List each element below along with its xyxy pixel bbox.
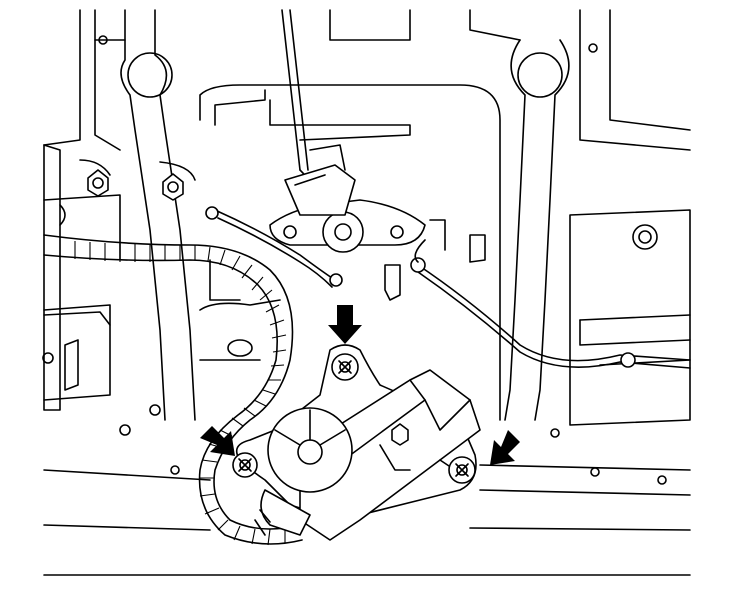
nut-left-1 [87, 169, 109, 197]
arrow-top-bolt [328, 305, 362, 344]
lock-mechanism [269, 144, 486, 301]
nut-left-2 [162, 173, 184, 201]
motor-mounting-bolt-right [448, 456, 476, 484]
window-motor [235, 344, 481, 541]
motor-mounting-bolt-top [331, 353, 359, 381]
wiring-harness [43, 234, 303, 546]
door-inner-panel [42, 9, 691, 576]
arrow-right-bolt [490, 430, 520, 465]
lock-rod [281, 9, 315, 201]
motor-mounting-bolt-left [232, 452, 258, 478]
cable-thin [205, 206, 691, 369]
arrow-left-bolt [200, 426, 235, 456]
